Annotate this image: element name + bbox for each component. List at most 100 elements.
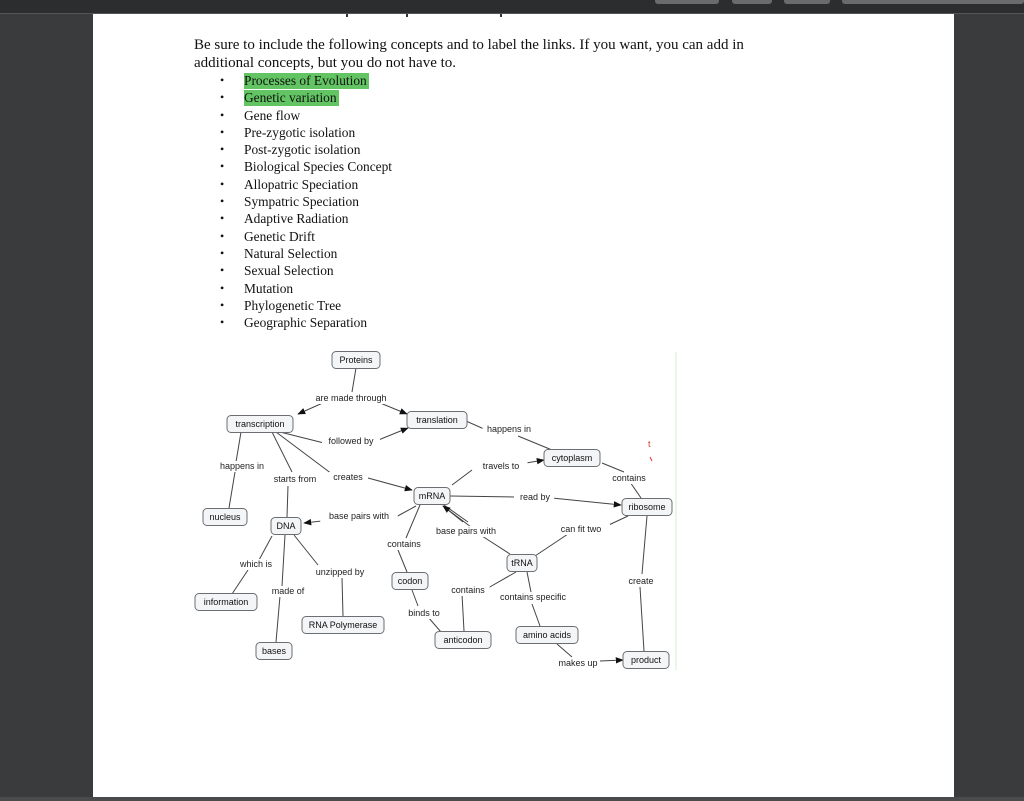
concept-link-line (258, 535, 273, 561)
concept-text: Genetic variation (244, 90, 339, 107)
concept-list-item: •Sympatric Speciation (220, 193, 392, 210)
concept-node-label: codon (398, 576, 423, 586)
concept-link-line (599, 657, 624, 664)
link-label-can-fit-two: can fit two (561, 524, 602, 534)
bullet-icon: • (220, 159, 225, 174)
concept-link-line (275, 431, 333, 475)
concept-node-label: DNA (276, 521, 295, 531)
concept-node-label: mRNA (419, 491, 446, 501)
bullet-icon: • (220, 142, 225, 157)
concept-node-product[interactable]: product (622, 651, 670, 669)
concept-node-codon[interactable]: codon (391, 572, 429, 590)
concept-list-item: • Genetic Drift (220, 228, 392, 245)
concept-list-item: •Allopatric Speciation (220, 176, 392, 193)
concept-list-item: •Post-zygotic isolation (220, 141, 392, 158)
concept-node-label: nucleus (209, 512, 241, 522)
concept-link-line (629, 481, 642, 499)
toolbar-button[interactable] (732, 0, 772, 4)
bullet-icon: • (220, 176, 225, 191)
bullet-icon: • (220, 315, 225, 330)
concept-node-label: amino acids (523, 630, 572, 640)
concept-text: Sympatric Speciation (244, 194, 359, 210)
concept-node-label: ribosome (628, 502, 665, 512)
concept-node-mrna[interactable]: mRNA (413, 487, 451, 505)
concept-node-label: anticodon (443, 635, 482, 645)
toolbar-button[interactable] (655, 0, 719, 4)
bullet-icon: • (220, 228, 225, 243)
concept-list: • Processes of Evolution • Genetic variatio… (220, 72, 392, 331)
concept-link-line (293, 534, 319, 566)
toolbar-button[interactable] (784, 0, 830, 4)
concept-link-line (271, 431, 293, 473)
concept-link-line (397, 549, 408, 573)
viewer-toolbar (0, 0, 1024, 14)
concept-node-label: product (631, 655, 662, 665)
link-label-create: create (628, 576, 653, 586)
concept-node-cytoplasm[interactable]: cytoplasm (543, 449, 601, 467)
concept-text: Phylogenetic Tree (244, 297, 342, 313)
concept-node-label: RNA Polymerase (309, 620, 378, 630)
concept-node-proteins[interactable]: Proteins (331, 351, 381, 369)
concept-node-information[interactable]: information (194, 593, 258, 611)
link-label-contains-cytoplasm: contains (612, 473, 646, 483)
concept-node-transcription[interactable]: transcription (226, 415, 294, 433)
concept-link-line (231, 569, 249, 595)
concept-node-label: tRNA (511, 558, 533, 568)
bullet-icon: • (220, 211, 225, 226)
concept-text: Gene flow (244, 107, 301, 123)
concept-link-line (442, 505, 472, 528)
concept-list-item: •Adaptive Radiation (220, 210, 392, 227)
concept-node-nucleus[interactable]: nucleus (202, 508, 248, 526)
concept-node-dna[interactable]: DNA (270, 517, 302, 535)
concept-text: Pre-zygotic isolation (244, 124, 356, 140)
concept-list-item: • Geographic Separation (220, 314, 392, 331)
concept-link-line (451, 469, 473, 486)
link-label-contains-mrna: contains (387, 539, 421, 549)
concept-link-line (427, 616, 442, 633)
link-label-followed-by: followed by (328, 436, 374, 446)
link-label-made-of: made of (272, 586, 305, 596)
link-label-makes-up: makes up (558, 658, 597, 668)
toolbar-button[interactable] (842, 0, 1024, 4)
instructions-line-1: Be sure to include the following concept… (194, 37, 744, 53)
document-page: Be sure to include the following concept… (93, 14, 954, 801)
link-label-happens-in-translation: happens in (487, 424, 531, 434)
concept-node-label: information (204, 597, 249, 607)
concept-list-item: • Genetic variation (220, 89, 392, 107)
concept-node-label: translation (416, 415, 458, 425)
concept-text: Genetic Drift (244, 228, 316, 244)
concept-link-line (531, 603, 541, 627)
bullet-icon: • (220, 107, 225, 122)
concept-link-line (443, 504, 469, 523)
bullet-icon: • (220, 245, 225, 260)
link-label-creates: creates (333, 472, 363, 482)
concept-text: Natural Selection (244, 245, 338, 261)
concept-link-line (235, 431, 242, 463)
concept-node-bases[interactable]: bases (255, 642, 293, 660)
concept-link-line (639, 586, 645, 652)
instructions-line-2: additional concepts, but you do not have… (194, 55, 457, 71)
concept-link-line (465, 420, 485, 430)
concept-node-rna-polymerase[interactable]: RNA Polymerase (301, 616, 385, 634)
link-label-base-pairs-with-trna: base pairs with (436, 526, 496, 536)
bullet-icon: • (220, 297, 225, 312)
concept-link-line (367, 477, 413, 492)
concept-text: Sexual Selection (244, 263, 334, 279)
concept-node-anticodon[interactable]: anticodon (434, 631, 492, 649)
concept-text: Geographic Separation (244, 315, 368, 331)
concept-node-trna[interactable]: tRNA (506, 554, 538, 572)
bullet-icon: • (220, 90, 225, 105)
link-label-which-is: which is (239, 559, 273, 569)
concept-list-item: • Natural Selection (220, 245, 392, 262)
concept-node-ribosome[interactable]: ribosome (621, 498, 673, 516)
concept-list-item: • Gene flow (220, 107, 392, 124)
concept-link-line (375, 427, 409, 442)
concept-text: Processes of Evolution (244, 73, 369, 89)
concept-link-line (534, 533, 569, 557)
concept-node-amino-acids[interactable]: amino acids (515, 626, 579, 644)
concept-node-label: bases (262, 646, 287, 656)
concept-link-line (551, 497, 622, 508)
concept-node-translation[interactable]: translation (406, 411, 468, 429)
concept-link-line (275, 595, 281, 643)
